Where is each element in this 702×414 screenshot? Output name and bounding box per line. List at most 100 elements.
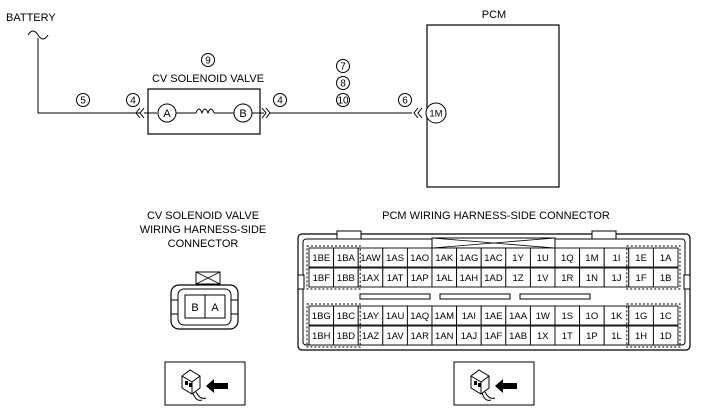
svg-text:1O: 1O: [586, 311, 599, 322]
svg-text:1BD: 1BD: [337, 331, 356, 342]
svg-text:1R: 1R: [561, 273, 573, 284]
svg-text:1AK: 1AK: [435, 253, 454, 264]
svg-text:1AJ: 1AJ: [461, 331, 478, 342]
svg-text:1N: 1N: [586, 273, 598, 284]
wire-marker-8: 8: [336, 76, 350, 90]
pcm-pin-1s: 1S: [554, 305, 581, 326]
pcm-pin-1ad: 1AD: [480, 267, 507, 288]
pcm-pin-1bd: 1BD: [333, 325, 359, 346]
svg-text:1AS: 1AS: [386, 253, 404, 264]
svg-text:1AF: 1AF: [485, 331, 503, 342]
svg-text:1U: 1U: [537, 253, 549, 264]
svg-text:1M: 1M: [429, 109, 442, 120]
svg-text:1T: 1T: [562, 331, 573, 342]
svg-text:10: 10: [337, 96, 349, 107]
pcm-pin-1h: 1H: [628, 325, 654, 346]
pcm-pin-1r: 1R: [554, 267, 581, 288]
coil-symbol: [195, 108, 215, 115]
svg-text:1BG: 1BG: [312, 311, 331, 322]
svg-text:1AR: 1AR: [410, 331, 429, 342]
pcm-pin-1l: 1L: [603, 325, 630, 346]
pcm-pin-1ap: 1AP: [406, 267, 433, 288]
pcm-pin-1az: 1AZ: [357, 325, 384, 346]
pcm-pin-1m: 1M: [579, 247, 605, 268]
svg-text:1AL: 1AL: [436, 273, 453, 284]
cv-pin-b: B: [191, 302, 198, 314]
svg-text:1M: 1M: [585, 253, 598, 264]
svg-text:1BE: 1BE: [312, 253, 330, 264]
pcm-pin-1at: 1AT: [382, 267, 408, 288]
svg-text:1Y: 1Y: [512, 253, 524, 264]
pcm-pin-1bb: 1BB: [333, 267, 359, 288]
svg-text:1AZ: 1AZ: [362, 331, 380, 342]
svg-text:1E: 1E: [635, 253, 647, 264]
wire-marker-7: 7: [336, 59, 350, 73]
pcm-pin-1aj: 1AJ: [456, 325, 482, 346]
wire-marker-4-left: 4: [126, 93, 140, 107]
pcm-pin-1f: 1F: [628, 267, 654, 288]
wire-marker-6: 6: [398, 93, 412, 107]
pcm-pin-1d: 1D: [652, 325, 679, 346]
pcm-pin-1b: 1B: [652, 267, 679, 288]
svg-text:1AX: 1AX: [362, 273, 381, 284]
svg-text:1S: 1S: [561, 311, 573, 322]
pcm-pin-1n: 1N: [579, 267, 605, 288]
battery-wire: [37, 38, 140, 114]
svg-text:A: A: [163, 108, 171, 120]
svg-text:1L: 1L: [611, 331, 622, 342]
svg-text:B: B: [239, 108, 246, 120]
svg-text:7: 7: [340, 62, 346, 73]
pcm-pin-1p: 1P: [579, 325, 605, 346]
svg-text:1K: 1K: [611, 311, 623, 322]
svg-text:1P: 1P: [586, 331, 598, 342]
pcm-pin-1al: 1AL: [431, 267, 458, 288]
svg-text:1J: 1J: [611, 273, 621, 284]
harness-connector-plug-icon: [453, 361, 535, 406]
svg-text:1D: 1D: [660, 331, 672, 342]
svg-text:1G: 1G: [635, 311, 648, 322]
harness-connector-plug-icon: [164, 361, 246, 406]
pcm-pin-1ag: 1AG: [456, 247, 482, 268]
pcm-pin-1ac: 1AC: [480, 247, 507, 268]
svg-text:1V: 1V: [537, 273, 549, 284]
cv-connector-title-2: WIRING HARNESS-SIDE: [140, 224, 267, 236]
pcm-pin-1ah: 1AH: [456, 267, 482, 288]
svg-text:1AI: 1AI: [462, 311, 476, 322]
pcm-pin-1be: 1BE: [308, 247, 335, 268]
pcm-pin-1aa: 1AA: [505, 305, 531, 326]
svg-text:1AY: 1AY: [362, 311, 380, 322]
svg-text:1I: 1I: [613, 253, 621, 264]
pcm-pin-1ay: 1AY: [357, 305, 384, 326]
pcm-pin-1aw: 1AW: [357, 247, 384, 268]
svg-text:1F: 1F: [636, 273, 647, 284]
pcm-pin-1y: 1Y: [505, 247, 531, 268]
svg-text:1BF: 1BF: [313, 273, 331, 284]
svg-text:1AC: 1AC: [484, 253, 503, 264]
svg-text:4: 4: [130, 96, 136, 107]
pcm-pin-1bh: 1BH: [308, 325, 335, 346]
pcm-pin-1as: 1AS: [382, 247, 408, 268]
svg-text:1AG: 1AG: [459, 253, 478, 264]
pcm-pin-1z: 1Z: [505, 267, 531, 288]
pcm-pin-1ba: 1BA: [333, 247, 359, 268]
cv-solenoid-label: CV SOLENOID VALVE: [152, 73, 264, 85]
svg-text:1BB: 1BB: [337, 273, 355, 284]
svg-text:1AV: 1AV: [386, 331, 404, 342]
pcm-pin-1j: 1J: [603, 267, 630, 288]
svg-text:1X: 1X: [537, 331, 549, 342]
cv-connector-face: [170, 271, 239, 330]
pcm-pin-1w: 1W: [529, 305, 556, 326]
svg-text:1BA: 1BA: [337, 253, 356, 264]
pcm-pin-1u: 1U: [529, 247, 556, 268]
pcm-pin-1an: 1AN: [431, 325, 458, 346]
pcm-pin-1o: 1O: [579, 305, 605, 326]
pcm-pin-1bf: 1BF: [308, 267, 335, 288]
pcm-box: [426, 24, 560, 188]
cv-connector-title-1: CV SOLENOID VALVE: [147, 210, 259, 222]
svg-text:1BH: 1BH: [312, 331, 331, 342]
pcm-pin-1au: 1AU: [382, 305, 408, 326]
pcm-pin-1v: 1V: [529, 267, 556, 288]
svg-text:1C: 1C: [660, 311, 672, 322]
svg-text:1AN: 1AN: [435, 331, 454, 342]
